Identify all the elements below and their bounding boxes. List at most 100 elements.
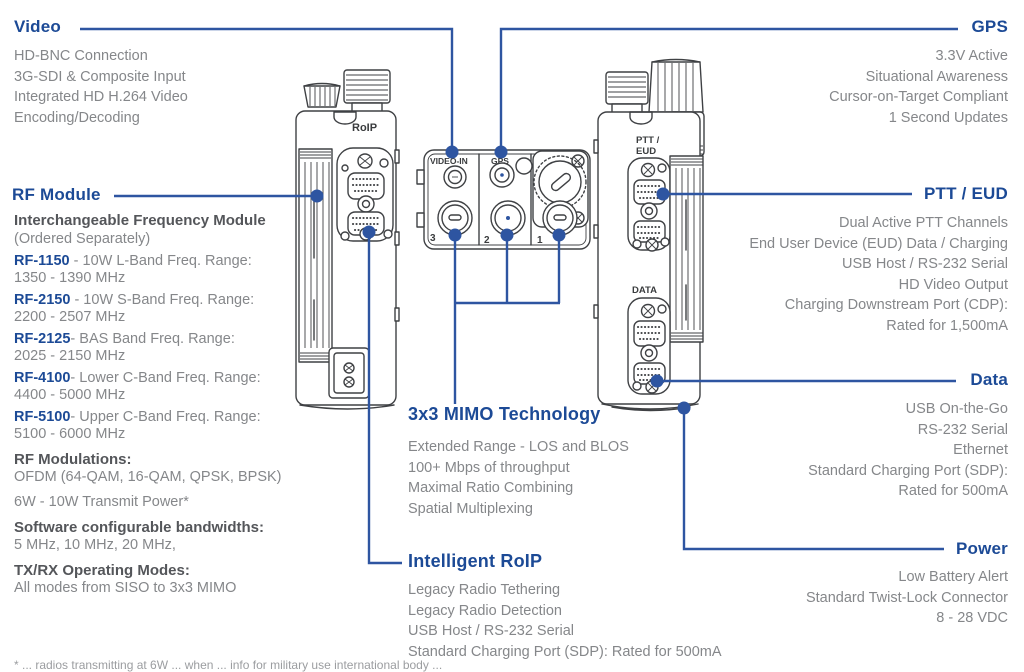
roip-item: Standard Charging Port (SDP): Rated for … (408, 643, 722, 660)
power-item: Low Battery Alert (898, 569, 1008, 585)
rf-modulations-label: RF Modulations: (14, 451, 132, 468)
power-callout-line (682, 410, 944, 551)
rf-bandwidth-label: Software configurable bandwidths: (14, 519, 265, 536)
ptt-item: Dual Active PTT Channels (839, 215, 1008, 231)
gps-callout-dot (494, 145, 508, 159)
gps-callout-items: 3.3V Active Situational Awareness Cursor… (708, 46, 1008, 128)
rf-model: RF-4100 (14, 370, 71, 386)
rf-model-desc: - Upper C-Band Freq. Range: (70, 409, 261, 425)
ptt-item: End User Device (EUD) Data / Charging (749, 235, 1008, 252)
callout-title-video: Video (14, 17, 61, 36)
rf-model-range: 4400 - 5000 MHz (14, 387, 126, 403)
data-item: Ethernet (953, 442, 1008, 458)
rf-bandwidth-block: Software configurable bandwidths: 5 MHz,… (14, 519, 319, 554)
gps-item: 3.3V Active (935, 48, 1008, 64)
top-panel-illustration: VIDEO-IN GPS 3 2 1 (416, 149, 591, 250)
rf-model-range: 2025 - 2150 MHz (14, 348, 126, 364)
mimo-item: Maximal Ratio Combining (408, 480, 574, 496)
roip-item: Legacy Radio Tethering (408, 582, 561, 598)
video-item: 3G-SDI & Composite Input (14, 68, 186, 85)
rf-module-entry: RF-4100- Lower C-Band Freq. Range: 4400 … (14, 370, 319, 404)
video-callout-dot (445, 145, 459, 159)
data-callout-dot (650, 374, 664, 388)
roip-item: Legacy Radio Detection (408, 602, 562, 619)
data-item: Rated for 500mA (898, 483, 1008, 499)
ptt-item: HD Video Output (898, 276, 1008, 293)
power-item: Standard Twist-Lock Connector (805, 589, 1008, 606)
data-port-label: DATA (632, 285, 657, 296)
rf-model-desc: - BAS Band Freq. Range: (70, 331, 235, 347)
power-callout-items: Low Battery Alert Standard Twist-Lock Co… (708, 567, 1008, 629)
rf-model: RF-5100 (14, 409, 71, 425)
callout-title-gps: GPS (971, 17, 1008, 36)
rf-model: RF-1150 (14, 253, 70, 269)
antenna-3-label: 3 (430, 233, 436, 244)
data-item: USB On-the-Go (905, 401, 1008, 417)
right-radio-illustration: PTT / EUD DATA (593, 58, 705, 412)
mimo-item: Spatial Multiplexing (408, 500, 533, 517)
mimo-item: 100+ Mbps of throughput (408, 459, 570, 476)
callout-title-rf-module: RF Module (12, 185, 101, 204)
gps-item: 1 Second Updates (888, 109, 1008, 126)
rf-model-desc: - 10W S-Band Freq. Range: (70, 292, 255, 308)
mimo-callout-items: Extended Range - LOS and BLOS 100+ Mbps … (408, 437, 738, 519)
ptt-eud-callout-items: Dual Active PTT Channels End User Device… (678, 213, 1008, 336)
rf-model: RF-2125 (14, 331, 71, 347)
gps-callout-line (499, 27, 958, 148)
roip-callout-dot (362, 225, 376, 239)
rf-intro-bold: Interchangeable Frequency Module (14, 212, 266, 229)
rf-transmit-power: 6W - 10W Transmit Power* (14, 494, 189, 510)
rf-modes-label: TX/RX Operating Modes: (14, 562, 190, 579)
rf-intro: (Ordered Separately) (14, 231, 151, 247)
rf-model-range: 5100 - 6000 MHz (14, 426, 126, 442)
ptt-eud-callout-dot (656, 187, 670, 201)
gps-item: Situational Awareness (865, 68, 1008, 85)
rf-modes-block: TX/RX Operating Modes: All modes from SI… (14, 562, 319, 597)
data-item: Standard Charging Port (SDP): (808, 462, 1008, 479)
panel-video-in-label: VIDEO-IN (430, 156, 468, 166)
video-callout-items: HD-BNC Connection 3G-SDI & Composite Inp… (14, 46, 246, 128)
roip-item: USB Host / RS-232 Serial (408, 623, 575, 639)
rf-module-entry: RF-5100- Upper C-Band Freq. Range: 5100 … (14, 409, 319, 443)
callout-title-ptt-eud: PTT / EUD (924, 184, 1008, 203)
callout-title-roip: Intelligent RoIP (408, 551, 543, 571)
rf-module-entry: RF-2125- BAS Band Freq. Range: 2025 - 21… (14, 331, 319, 365)
rf-model-range: 2200 - 2507 MHz (14, 309, 126, 325)
callout-title-data: Data (970, 370, 1008, 389)
ptt-item: USB Host / RS-232 Serial (841, 256, 1008, 272)
antenna-1-label: 1 (537, 235, 543, 246)
ptt-eud-label-line2: EUD (636, 146, 656, 157)
callout-title-power: Power (955, 539, 1008, 558)
data-callout-items: USB On-the-Go RS-232 Serial Ethernet Sta… (708, 399, 1008, 502)
rf-module-callout-dot (310, 189, 324, 203)
rf-bandwidth-value: 5 MHz, 10 MHz, 20 MHz, (14, 537, 176, 553)
antenna-2-label: 2 (484, 235, 490, 246)
rf-modes-value: All modes from SISO to 3x3 MIMO (14, 580, 237, 596)
ptt-item: Charging Downstream Port (CDP): (784, 297, 1008, 313)
video-callout-line (80, 27, 454, 148)
callout-title-mimo: 3x3 MIMO Technology (408, 404, 601, 424)
mimo-callout-dot-2 (500, 228, 514, 242)
rf-model-desc: - Lower C-Band Freq. Range: (70, 370, 261, 386)
rf-modulations-block: RF Modulations: OFDM (64-QAM, 16-QAM, QP… (14, 451, 319, 486)
video-item: HD-BNC Connection (14, 48, 148, 64)
rf-module-entry: RF-1150 - 10W L-Band Freq. Range: 1350 -… (14, 253, 319, 287)
data-item: RS-232 Serial (917, 421, 1008, 438)
roip-callout-items: Legacy Radio Tethering Legacy Radio Dete… (408, 580, 828, 662)
rf-modulations-value: OFDM (64-QAM, 16-QAM, QPSK, BPSK) (14, 469, 282, 485)
mimo-callout-dot-3 (448, 228, 462, 242)
ptt-eud-label-line1: PTT / (636, 135, 660, 146)
power-item: 8 - 28 VDC (936, 610, 1008, 626)
mimo-callout-lines (453, 237, 561, 404)
roip-callout-line (367, 234, 402, 565)
rf-model-range: 1350 - 1390 MHz (14, 270, 126, 286)
mimo-item: Extended Range - LOS and BLOS (408, 439, 629, 455)
ptt-item: Rated for 1,500mA (886, 317, 1008, 334)
left-connector-label: RoIP (352, 122, 377, 134)
rf-model: RF-2150 (14, 292, 71, 308)
mimo-callout-dot-1 (552, 228, 566, 242)
footnote: * ... radios transmitting at 6W ... when… (14, 658, 443, 672)
